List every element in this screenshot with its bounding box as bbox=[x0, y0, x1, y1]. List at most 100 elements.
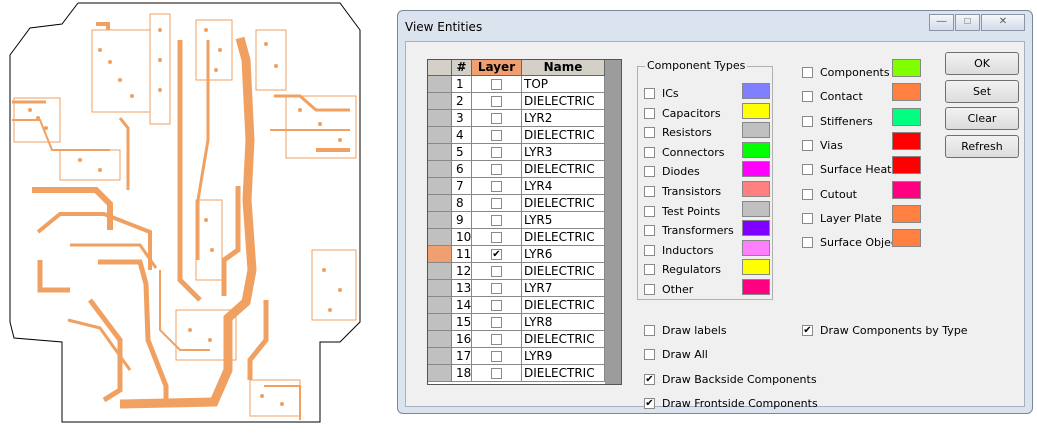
layer-checkbox[interactable] bbox=[491, 266, 502, 277]
row-selector[interactable] bbox=[428, 297, 452, 314]
component-type-checkbox[interactable] bbox=[644, 205, 655, 217]
row-selector[interactable] bbox=[428, 195, 452, 212]
layer-checkbox[interactable] bbox=[491, 130, 502, 141]
layer-checkbox[interactable] bbox=[491, 232, 502, 243]
component-color-swatch[interactable] bbox=[742, 161, 770, 178]
layer-checkbox[interactable] bbox=[491, 334, 502, 345]
component-color-swatch[interactable] bbox=[742, 200, 770, 217]
layer-cell[interactable] bbox=[472, 110, 522, 127]
row-selector[interactable] bbox=[428, 178, 452, 195]
layer-cell[interactable] bbox=[472, 280, 522, 297]
row-selector[interactable] bbox=[428, 229, 452, 246]
row-selector[interactable] bbox=[428, 127, 452, 144]
layer-checkbox[interactable] bbox=[491, 113, 502, 124]
component-color-swatch[interactable] bbox=[742, 259, 770, 276]
row-selector[interactable] bbox=[428, 365, 452, 382]
entity-color-swatch[interactable] bbox=[892, 83, 921, 102]
table-row[interactable]: 11✔LYR6 bbox=[428, 246, 621, 263]
draw-all-checkbox[interactable] bbox=[644, 349, 655, 360]
layer-cell[interactable] bbox=[472, 314, 522, 331]
component-type-checkbox[interactable] bbox=[644, 127, 655, 139]
pcb-board-view[interactable] bbox=[0, 0, 392, 434]
entity-color-swatch[interactable] bbox=[892, 107, 921, 126]
entity-checkbox[interactable] bbox=[802, 115, 813, 127]
entity-checkbox[interactable] bbox=[802, 212, 813, 224]
component-type-checkbox[interactable] bbox=[644, 284, 655, 295]
row-selector[interactable] bbox=[428, 110, 452, 127]
component-color-swatch[interactable] bbox=[742, 239, 770, 256]
entity-checkbox[interactable] bbox=[802, 188, 813, 200]
layer-cell[interactable] bbox=[472, 195, 522, 212]
layer-cell[interactable] bbox=[472, 229, 522, 246]
entity-checkbox[interactable] bbox=[802, 139, 813, 151]
entity-color-swatch[interactable] bbox=[892, 131, 921, 150]
minimize-button[interactable]: — bbox=[929, 14, 954, 31]
row-selector[interactable] bbox=[428, 246, 452, 263]
component-color-swatch[interactable] bbox=[742, 102, 770, 119]
row-selector[interactable] bbox=[428, 280, 452, 297]
layer-checkbox[interactable] bbox=[491, 181, 502, 192]
refresh-button[interactable]: Refresh bbox=[945, 135, 1019, 158]
layer-cell[interactable] bbox=[472, 93, 522, 110]
entity-checkbox[interactable] bbox=[802, 67, 813, 78]
entity-checkbox[interactable] bbox=[802, 237, 813, 249]
draw-backside-checkbox[interactable]: ✔ bbox=[644, 374, 655, 385]
component-type-checkbox[interactable] bbox=[644, 244, 655, 256]
component-color-swatch[interactable] bbox=[742, 83, 770, 99]
row-selector[interactable] bbox=[428, 93, 452, 110]
layer-checkbox[interactable] bbox=[491, 317, 502, 328]
component-type-checkbox[interactable] bbox=[644, 88, 655, 99]
entity-color-swatch[interactable] bbox=[892, 204, 921, 223]
layer-cell[interactable] bbox=[472, 263, 522, 280]
layer-cell[interactable] bbox=[472, 127, 522, 144]
entity-color-swatch[interactable] bbox=[892, 180, 921, 199]
component-color-swatch[interactable] bbox=[742, 220, 770, 237]
close-button[interactable]: ✕ bbox=[981, 14, 1025, 31]
maximize-button[interactable]: □ bbox=[955, 14, 980, 31]
layer-checkbox[interactable] bbox=[491, 283, 502, 294]
layer-checkbox[interactable] bbox=[491, 96, 502, 107]
row-selector[interactable] bbox=[428, 161, 452, 178]
component-type-checkbox[interactable] bbox=[644, 107, 655, 119]
layer-checkbox[interactable] bbox=[491, 368, 502, 379]
layer-cell[interactable] bbox=[472, 331, 522, 348]
layer-cell[interactable] bbox=[472, 144, 522, 161]
component-color-swatch[interactable] bbox=[742, 279, 770, 295]
layer-checkbox[interactable] bbox=[491, 147, 502, 158]
layer-cell[interactable] bbox=[472, 348, 522, 365]
component-type-checkbox[interactable] bbox=[644, 225, 655, 237]
component-type-checkbox[interactable] bbox=[644, 146, 655, 158]
row-selector[interactable] bbox=[428, 76, 452, 93]
layer-cell[interactable] bbox=[472, 161, 522, 178]
layer-checkbox[interactable] bbox=[491, 300, 502, 311]
entity-checkbox[interactable] bbox=[802, 91, 813, 103]
component-type-checkbox[interactable] bbox=[644, 186, 655, 197]
entity-checkbox[interactable] bbox=[802, 164, 813, 176]
layer-checkbox[interactable] bbox=[491, 215, 502, 226]
row-selector[interactable] bbox=[428, 263, 452, 280]
layer-cell[interactable] bbox=[472, 212, 522, 229]
component-type-checkbox[interactable] bbox=[644, 166, 655, 178]
clear-button[interactable]: Clear bbox=[945, 107, 1019, 130]
layer-cell[interactable] bbox=[472, 297, 522, 314]
draw-by-type-checkbox[interactable]: ✔ bbox=[802, 325, 813, 336]
entity-color-swatch[interactable] bbox=[892, 59, 921, 77]
ok-button[interactable]: OK bbox=[945, 52, 1019, 75]
layer-checkbox[interactable]: ✔ bbox=[491, 249, 502, 260]
